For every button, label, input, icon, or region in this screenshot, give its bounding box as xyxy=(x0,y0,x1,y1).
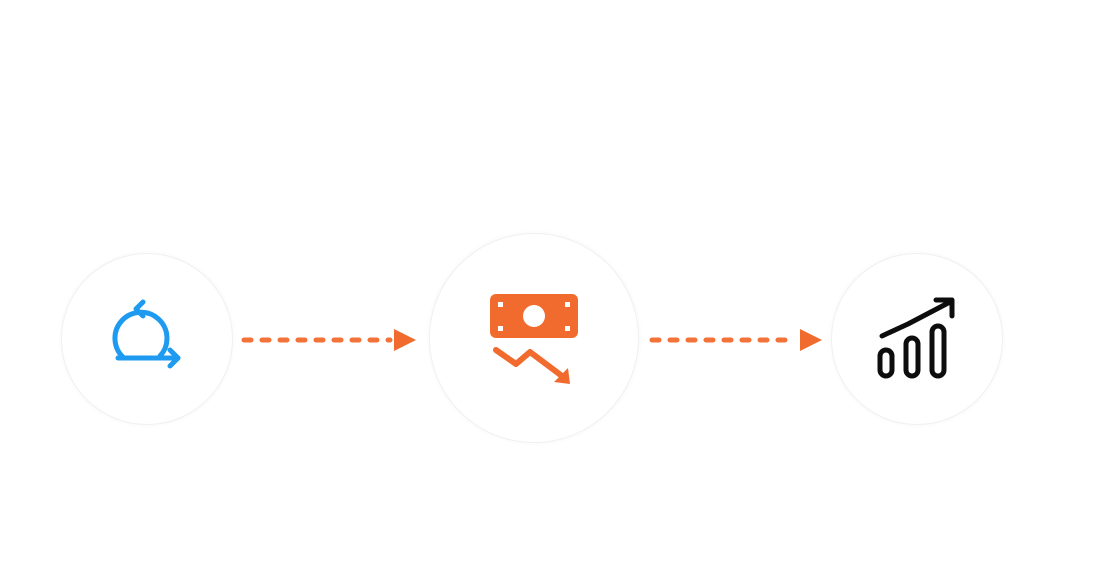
step-circle-money xyxy=(430,234,638,442)
dotted-arrow-connector-2 xyxy=(649,329,822,351)
step-circle-cycle xyxy=(62,254,232,424)
dotted-arrow-connector-1 xyxy=(241,329,416,351)
cycle-arrows-icon xyxy=(102,294,192,384)
step-circle-growth xyxy=(832,254,1002,424)
money-decrease-icon xyxy=(484,288,584,388)
growth-chart-icon xyxy=(872,294,962,384)
